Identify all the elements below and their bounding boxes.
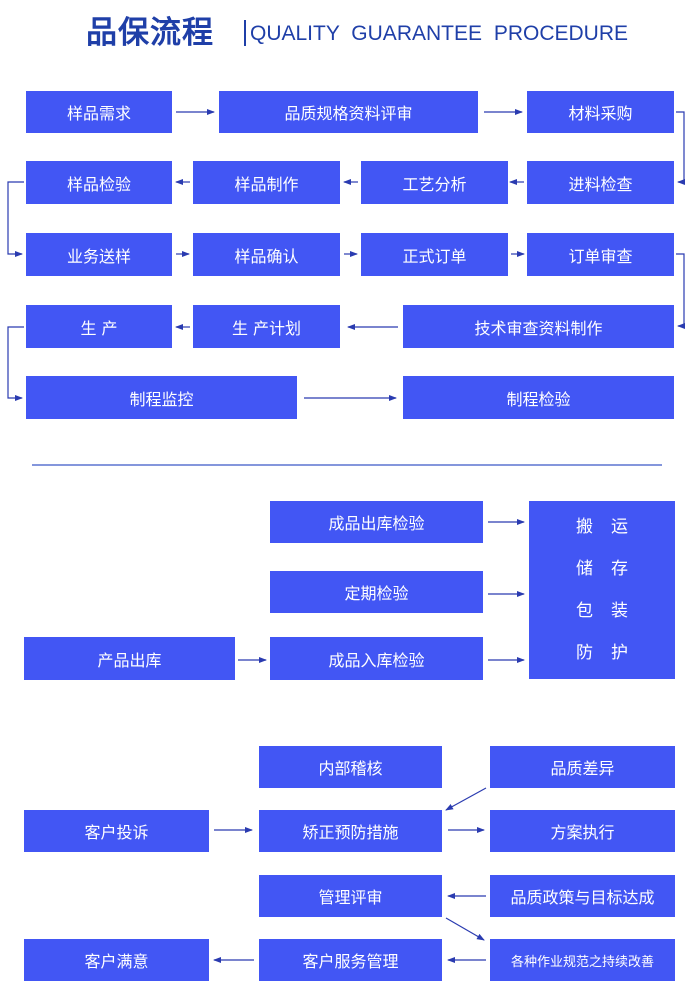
sample-making-box: 样品制作 bbox=[193, 161, 340, 204]
plan-execution-box: 方案执行 bbox=[490, 810, 675, 852]
inbound-inspection-box: 成品入库检验 bbox=[270, 637, 483, 680]
process-monitor-box: 制程监控 bbox=[26, 376, 297, 419]
management-review-box: 管理评审 bbox=[259, 875, 442, 917]
customer-complaint-box: 客户投诉 bbox=[24, 810, 209, 852]
formal-order-box: 正式订单 bbox=[361, 233, 508, 276]
sample-inspection-box: 样品检验 bbox=[26, 161, 172, 204]
quality-diff-box: 品质差异 bbox=[490, 746, 675, 788]
sample-confirm-box: 样品确认 bbox=[193, 233, 340, 276]
customer-service-box: 客户服务管理 bbox=[259, 939, 442, 981]
sample-demand-box: 样品需求 bbox=[26, 91, 172, 133]
continuous-improvement-box: 各种作业规范之持续改善 bbox=[490, 939, 675, 981]
customer-satisfaction-box: 客户满意 bbox=[24, 939, 209, 981]
handling-line: 搬运 bbox=[576, 517, 646, 537]
policy-goal-box: 品质政策与目标达成 bbox=[490, 875, 675, 917]
corrective-action-box: 矫正预防措施 bbox=[259, 810, 442, 852]
page-subtitle: QUALITY GUARANTEE PROCEDURE bbox=[250, 22, 629, 45]
handling-storage-box: 搬运 储存 包装 防护 bbox=[529, 501, 675, 679]
storage-line: 储存 bbox=[576, 559, 646, 579]
spec-review-box: 品质规格资料评审 bbox=[219, 91, 478, 133]
packing-line: 包装 bbox=[576, 601, 646, 621]
arrow-connector bbox=[445, 787, 487, 811]
arrow-connector bbox=[676, 111, 685, 185]
material-purchase-box: 材料采购 bbox=[527, 91, 674, 133]
title-divider bbox=[244, 20, 246, 46]
tech-doc-review-box: 技术审查资料制作 bbox=[403, 305, 674, 348]
order-review-box: 订单审查 bbox=[527, 233, 674, 276]
arrow-connector bbox=[676, 253, 685, 329]
protection-line: 防护 bbox=[576, 643, 646, 663]
outbound-inspection-box: 成品出库检验 bbox=[270, 501, 483, 543]
product-outbound-box: 产品出库 bbox=[24, 637, 235, 680]
arrow-connector bbox=[7, 326, 24, 401]
periodic-inspection-box: 定期检验 bbox=[270, 571, 483, 613]
page-title: 品保流程 bbox=[86, 15, 214, 51]
process-analysis-box: 工艺分析 bbox=[361, 161, 508, 204]
production-box: 生 产 bbox=[26, 305, 172, 348]
production-plan-box: 生 产计划 bbox=[193, 305, 340, 348]
business-send-sample-box: 业务送样 bbox=[26, 233, 172, 276]
arrow-connector bbox=[445, 917, 485, 941]
incoming-inspection-box: 进料检查 bbox=[527, 161, 674, 204]
internal-audit-box: 内部稽核 bbox=[259, 746, 442, 788]
process-inspection-box: 制程检验 bbox=[403, 376, 674, 419]
arrow-connector bbox=[7, 181, 24, 257]
